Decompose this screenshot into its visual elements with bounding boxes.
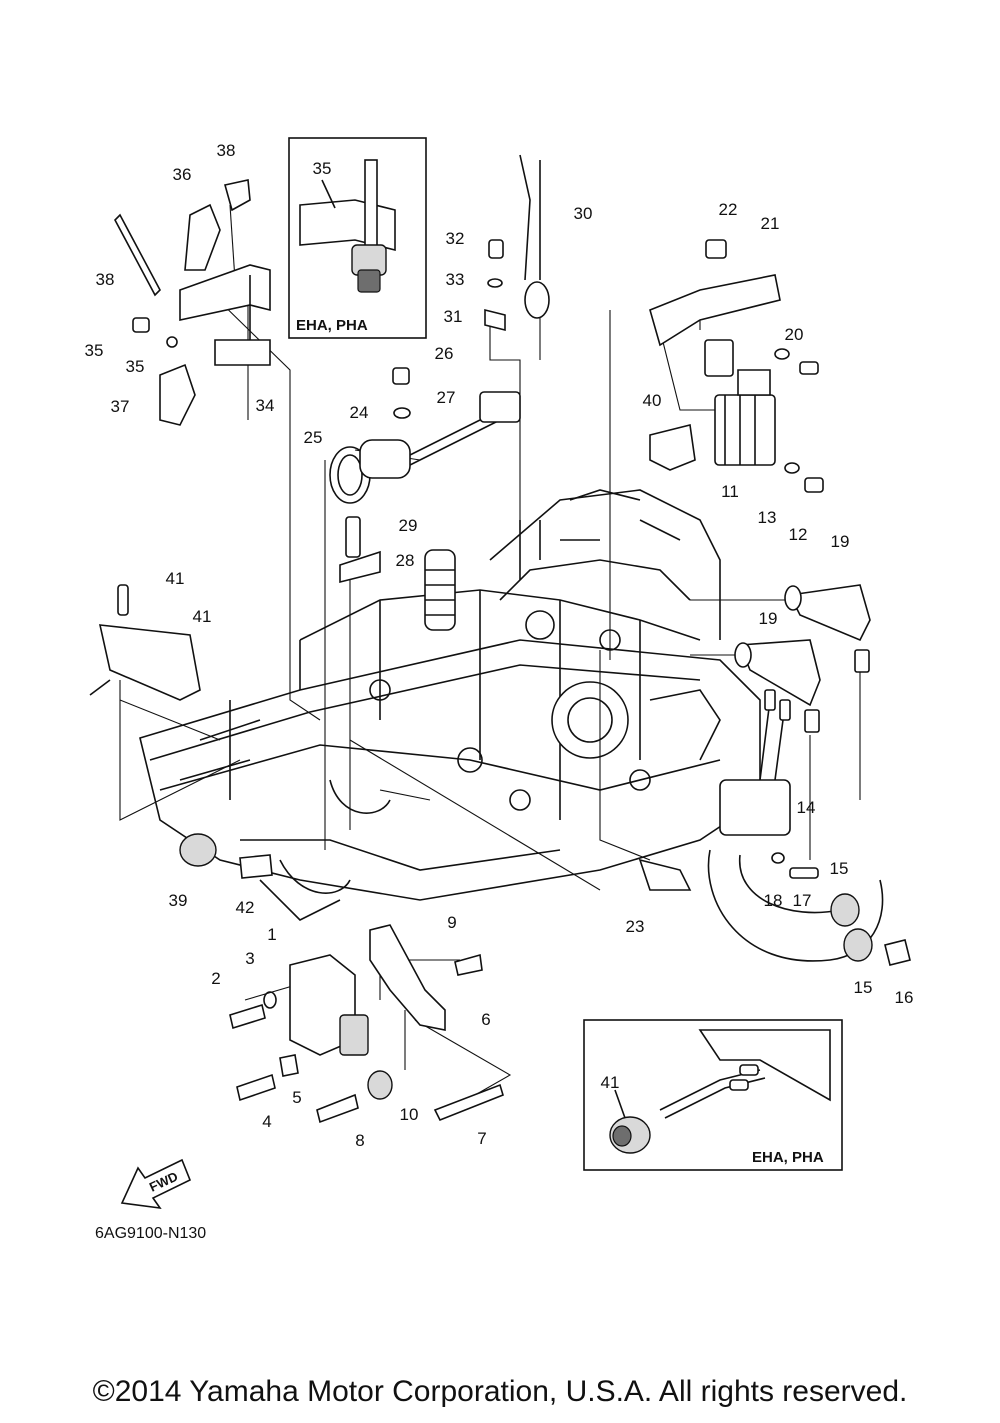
callout-42: 42	[236, 898, 255, 917]
inset-label-eha-pha-2: EHA, PHA	[752, 1149, 824, 1166]
callout-23: 23	[626, 917, 645, 936]
callout-20: 20	[785, 325, 804, 344]
callout-13: 13	[758, 508, 777, 527]
callout-7: 7	[477, 1129, 486, 1148]
callout-35: 35	[126, 357, 145, 376]
bracket-assembly	[114, 179, 271, 426]
ignition-parts	[707, 584, 911, 966]
callout-1: 1	[267, 925, 276, 944]
callout-3: 3	[245, 949, 254, 968]
copyright-notice: ©2014 Yamaha Motor Corporation, U.S.A. A…	[92, 1375, 908, 1408]
callout-25: 25	[304, 428, 323, 447]
callout-39: 39	[169, 891, 188, 910]
callout-41-inset: 41	[601, 1073, 620, 1092]
callout-15: 15	[854, 978, 873, 997]
callout-29: 29	[399, 516, 418, 535]
callout-22: 22	[719, 200, 738, 219]
callout-38: 38	[217, 141, 236, 160]
callout-15: 15	[830, 859, 849, 878]
callout-2: 2	[211, 969, 220, 988]
rectifier-assembly	[649, 239, 824, 493]
callout-27: 27	[437, 388, 456, 407]
callout-19: 19	[759, 609, 778, 628]
callout-6: 6	[481, 1010, 490, 1029]
lower-parts	[89, 584, 692, 1124]
callout-31: 31	[444, 307, 463, 326]
engine-block	[139, 489, 761, 921]
inset-label-eha-pha-1: EHA, PHA	[296, 317, 368, 334]
fwd-arrow: FWD	[120, 1158, 192, 1210]
callout-19: 19	[831, 532, 850, 551]
callout-5: 5	[292, 1088, 301, 1107]
callout-34: 34	[256, 396, 275, 415]
callout-12: 12	[789, 525, 808, 544]
callout-21: 21	[761, 214, 780, 233]
callout-numbers: 1234567891011121314151516171819192021222…	[85, 141, 914, 1150]
callout-16: 16	[895, 988, 914, 1007]
inset-35: 35 EHA, PHA	[288, 137, 427, 339]
callout-41: 41	[166, 569, 185, 588]
callout-18: 18	[764, 891, 783, 910]
drawing-code: 6AG9100-N130	[95, 1225, 206, 1242]
callout-35: 35	[85, 341, 104, 360]
callout-38: 38	[96, 270, 115, 289]
callout-41: 41	[193, 607, 212, 626]
callout-4: 4	[262, 1112, 271, 1131]
callout-32: 32	[446, 229, 465, 248]
callout-24: 24	[350, 403, 369, 422]
callout-17: 17	[793, 891, 812, 910]
callout-35-inset: 35	[313, 159, 332, 178]
callout-30: 30	[574, 204, 593, 223]
callout-40: 40	[643, 391, 662, 410]
connector-parts	[329, 154, 550, 584]
callout-37: 37	[111, 397, 130, 416]
callout-26: 26	[435, 344, 454, 363]
callout-28: 28	[396, 551, 415, 570]
callout-11: 11	[721, 482, 739, 501]
callout-14: 14	[797, 798, 816, 817]
inset-41: 41 EHA, PHA	[583, 1019, 843, 1171]
callout-8: 8	[355, 1131, 364, 1150]
callout-10: 10	[400, 1105, 419, 1124]
callout-9: 9	[447, 913, 456, 932]
callout-33: 33	[446, 270, 465, 289]
callout-36: 36	[173, 165, 192, 184]
